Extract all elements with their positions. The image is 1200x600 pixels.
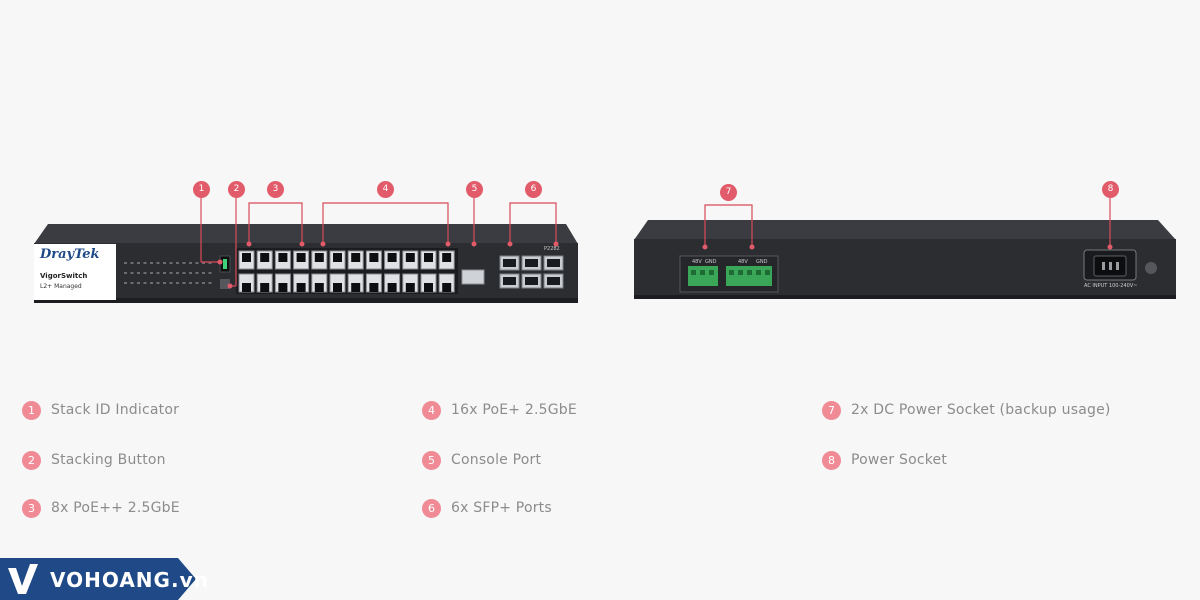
callout-5: 5 bbox=[466, 181, 483, 198]
legend-item-7: 7 2x DC Power Socket (backup usage) bbox=[822, 400, 1111, 420]
legend-item-6: 6 6x SFP+ Ports bbox=[422, 498, 552, 518]
legend-number: 1 bbox=[22, 400, 41, 420]
legend-item-2: 2 Stacking Button bbox=[22, 450, 166, 470]
dc-label-1: 48V bbox=[692, 259, 702, 265]
legend-item-8: 8 Power Socket bbox=[822, 450, 947, 470]
legend-number: 2 bbox=[22, 450, 41, 470]
legend-number: 6 bbox=[422, 498, 441, 518]
legend-text: Console Port bbox=[451, 452, 542, 468]
legend-item-4: 4 16x PoE+ 2.5GbE bbox=[422, 400, 577, 420]
callout-4: 4 bbox=[377, 181, 394, 198]
model-tier: L2+ Managed bbox=[40, 283, 82, 290]
legend-text: 16x PoE+ 2.5GbE bbox=[451, 402, 577, 418]
callout-7: 7 bbox=[720, 184, 737, 201]
callout-2: 2 bbox=[228, 181, 245, 198]
watermark-text: VOHOANG.vn bbox=[50, 568, 209, 592]
sfp-label: P2282 bbox=[544, 246, 560, 252]
legend-text: Power Socket bbox=[851, 452, 948, 468]
dc-label-4: GND bbox=[756, 259, 768, 265]
ac-input-label: AC INPUT 100-240V~ bbox=[1084, 283, 1138, 289]
legend-text: 8x PoE++ 2.5GbE bbox=[51, 500, 180, 516]
callout-6: 6 bbox=[525, 181, 542, 198]
brand-logo: DrayTek bbox=[40, 247, 100, 262]
watermark-logo: VOHOANG.vn bbox=[0, 558, 208, 600]
legend-text: 6x SFP+ Ports bbox=[451, 500, 552, 516]
legend-number: 4 bbox=[422, 400, 441, 420]
legend-text: 2x DC Power Socket (backup usage) bbox=[851, 402, 1111, 418]
callout-8: 8 bbox=[1102, 181, 1119, 198]
legend-number: 3 bbox=[22, 498, 41, 518]
model-name: VigorSwitch bbox=[40, 272, 88, 280]
dc-label-2: GND bbox=[705, 259, 717, 265]
callout-1: 1 bbox=[193, 181, 210, 198]
legend-number: 8 bbox=[822, 450, 841, 470]
legend-item-5: 5 Console Port bbox=[422, 450, 541, 470]
callout-3: 3 bbox=[267, 181, 284, 198]
legend-number: 7 bbox=[822, 400, 841, 420]
legend-number: 5 bbox=[422, 450, 441, 470]
dc-label-3: 48V bbox=[738, 259, 748, 265]
legend-text: Stack ID Indicator bbox=[51, 402, 180, 418]
legend-item-1: 1 Stack ID Indicator bbox=[22, 400, 179, 420]
legend-item-3: 3 8x PoE++ 2.5GbE bbox=[22, 498, 180, 518]
legend-text: Stacking Button bbox=[51, 452, 166, 468]
